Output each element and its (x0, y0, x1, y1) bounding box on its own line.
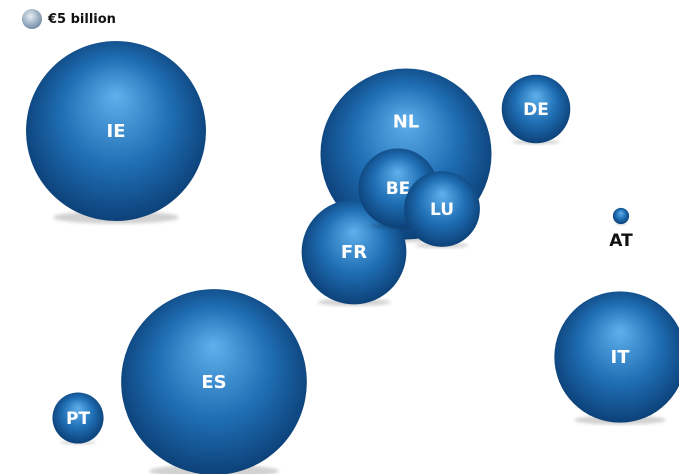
bubble-at (612, 207, 630, 225)
bubble-label-lu: LU (430, 200, 454, 220)
bubble-label-pt: PT (66, 409, 90, 429)
bubble-de (501, 74, 571, 144)
bubble-label-be: BE (386, 179, 411, 199)
bubble-label-de: DE (523, 100, 549, 120)
bubble-label-it: IT (611, 347, 631, 368)
bubble-es (121, 289, 307, 474)
bubble-it (554, 291, 679, 423)
legend-label: €5 billion (48, 11, 116, 27)
legend-bubble-icon (22, 9, 42, 29)
bubble-pt (52, 392, 104, 444)
bubble-label-at: AT (609, 231, 633, 251)
bubble-lu (404, 171, 480, 247)
bubble-label-ie: IE (107, 121, 126, 142)
bubble-label-es: ES (201, 372, 226, 393)
bubble-ie (26, 41, 206, 221)
bubble-label-fr: FR (341, 242, 367, 263)
bubble-label-nl: NL (393, 111, 420, 132)
chart-legend: €5 billion (22, 9, 116, 29)
